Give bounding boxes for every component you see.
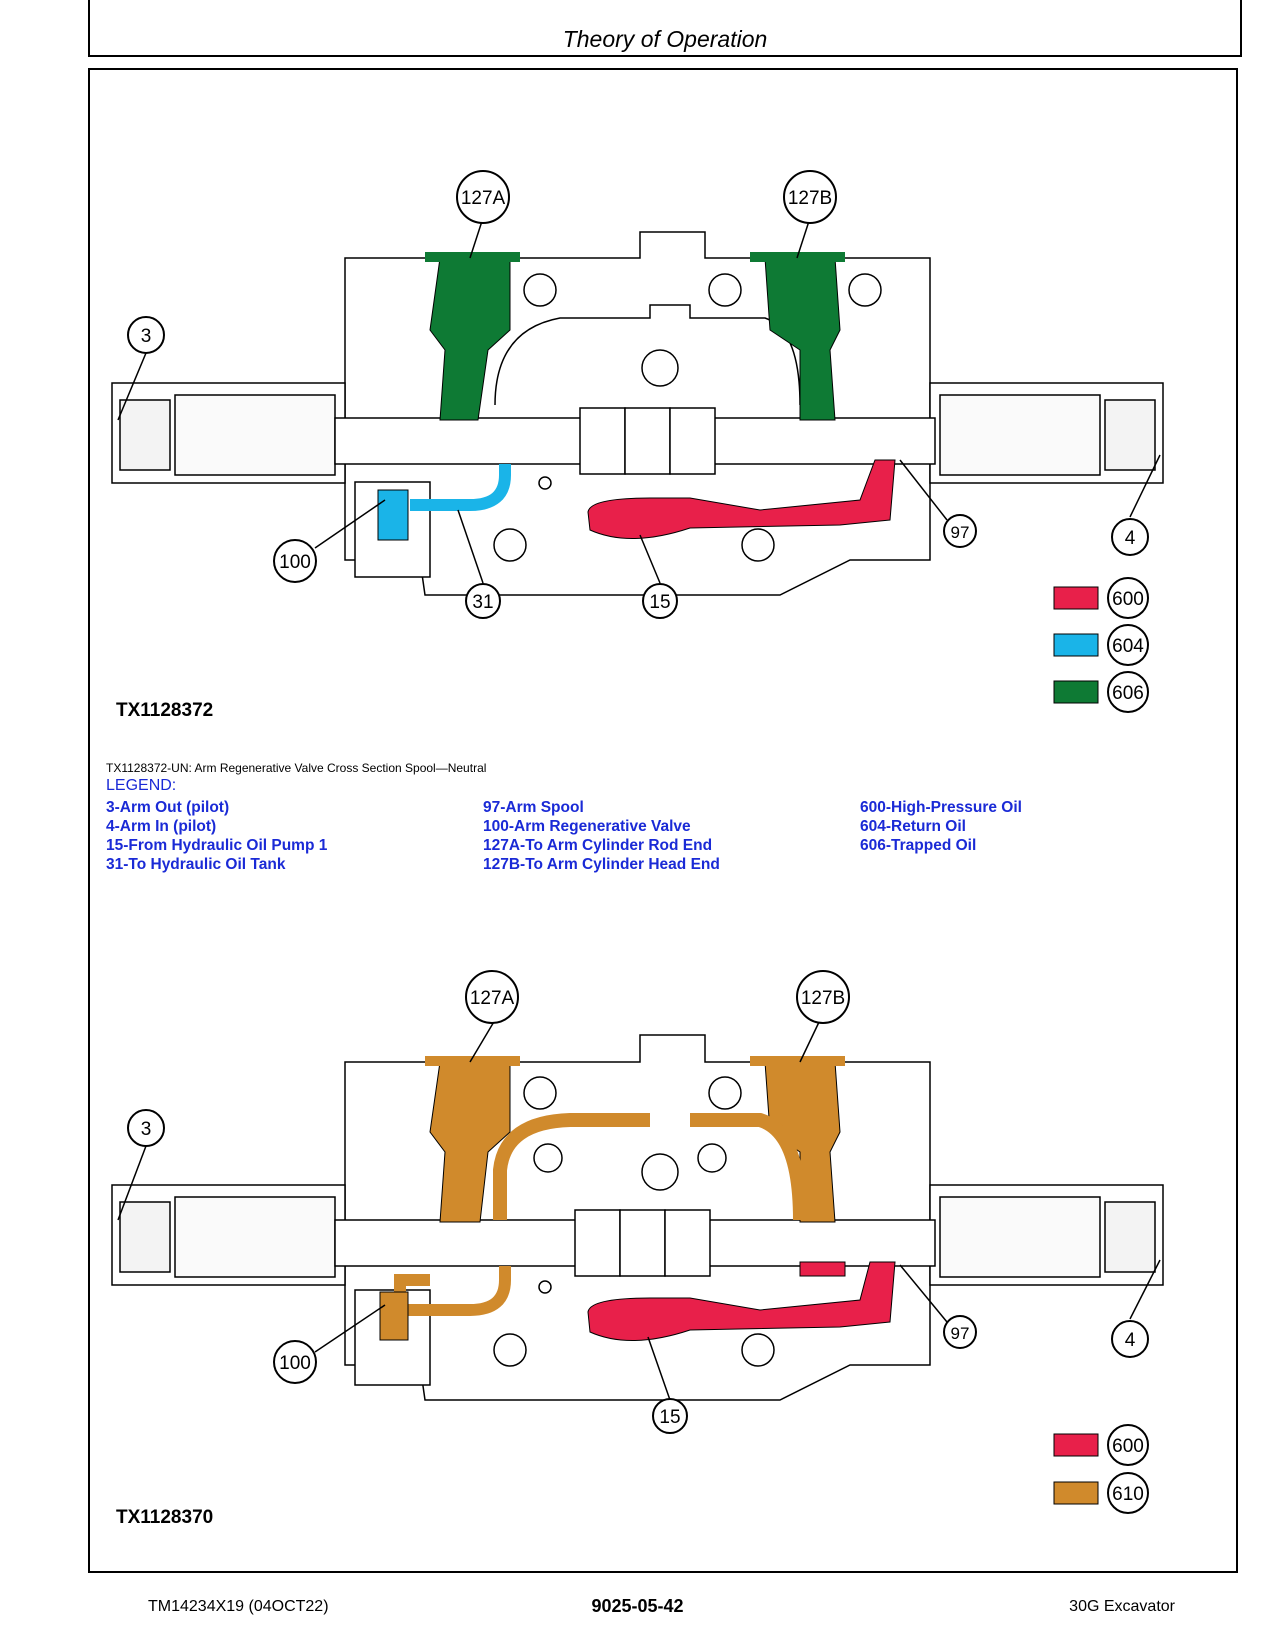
high-pressure-oil-path <box>587 1261 896 1342</box>
regen-oil-upper-passage <box>493 1113 807 1221</box>
footer-product: 30G Excavator <box>1069 1598 1175 1615</box>
regen-oil-127a <box>429 1061 511 1223</box>
legend-item: 100-Arm Regenerative Valve <box>483 818 691 835</box>
page-title: Theory of Operation <box>562 26 768 52</box>
legend-item: 127B-To Arm Cylinder Head End <box>483 856 720 873</box>
legend-item: 4-Arm In (pilot) <box>106 818 217 835</box>
legend-item: 15-From Hydraulic Oil Pump 1 <box>106 837 328 854</box>
page-header: Theory of Operation <box>88 0 1242 57</box>
valve-cross-section-neutral <box>111 217 1164 596</box>
legend-item: 606-Trapped Oil <box>860 837 977 854</box>
high-pressure-oil-path <box>587 459 896 540</box>
legend-item: 600-High-Pressure Oil <box>860 799 1022 816</box>
legend-item: 31-To Hydraulic Oil Tank <box>106 856 286 873</box>
legend-column-3: 600-High-Pressure Oil 604-Return Oil 606… <box>860 798 1022 855</box>
valve-diagram-neutral: 127A 127B 3 4 97 100 31 15 600 604 606 T… <box>0 0 1275 760</box>
trapped-oil-127a <box>429 257 511 421</box>
trapped-oil-127b <box>764 257 841 421</box>
legend-title: LEGEND: <box>106 777 177 794</box>
content-frame <box>88 68 1238 1573</box>
regen-oil-lower-passage <box>394 1266 511 1316</box>
valve-cross-section-regen <box>111 1019 1164 1401</box>
figure-id-bottom: TX1128370 <box>116 1507 214 1528</box>
return-oil-path <box>410 464 511 511</box>
figure-id-top: TX1128372 <box>116 700 214 721</box>
legend-column-2: 97-Arm Spool 100-Arm Regenerative Valve … <box>483 798 720 874</box>
figure-caption: TX1128372-UN: Arm Regenerative Valve Cro… <box>106 761 487 775</box>
footer-page-number: 9025-05-42 <box>591 1596 684 1616</box>
legend-item: 604-Return Oil <box>860 818 966 835</box>
footer-doc-id: TM14234X19 (04OCT22) <box>148 1598 329 1615</box>
legend-item: 97-Arm Spool <box>483 799 584 816</box>
legend-item: 127A-To Arm Cylinder Rod End <box>483 837 713 854</box>
valve-diagram-regen: 127A 127B 3 4 97 100 15 600 610 TX112837… <box>0 810 1275 1570</box>
legend-column-1: 3-Arm Out (pilot) 4-Arm In (pilot) 15-Fr… <box>106 798 327 874</box>
legend-item: 3-Arm Out (pilot) <box>106 799 230 816</box>
